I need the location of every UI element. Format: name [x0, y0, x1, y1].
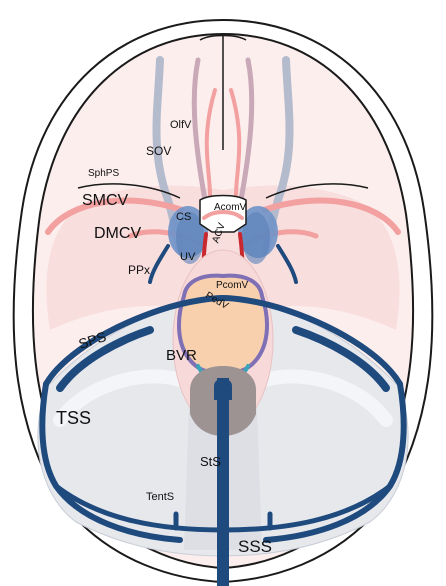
label-sts: StS — [200, 454, 221, 469]
label-smcv: SMCV — [82, 192, 129, 209]
label-tss: TSS — [56, 408, 91, 428]
label-sphps: SphPS — [88, 168, 119, 179]
straight-sinus-head — [214, 379, 232, 401]
label-uv: UV — [180, 251, 196, 263]
label-tents: TentS — [146, 491, 174, 503]
label-cs: CS — [176, 211, 191, 223]
label-dmcv: DMCV — [94, 225, 141, 242]
label-acomv: AcomV — [214, 202, 247, 213]
label-pcomv: PcomV — [216, 280, 249, 291]
label-olfv: OlfV — [170, 119, 192, 131]
label-bvr: BVR — [166, 347, 197, 364]
label-ppx: PPx — [128, 263, 150, 277]
label-sss: SSS — [238, 537, 272, 556]
label-sov: SOV — [146, 144, 171, 158]
